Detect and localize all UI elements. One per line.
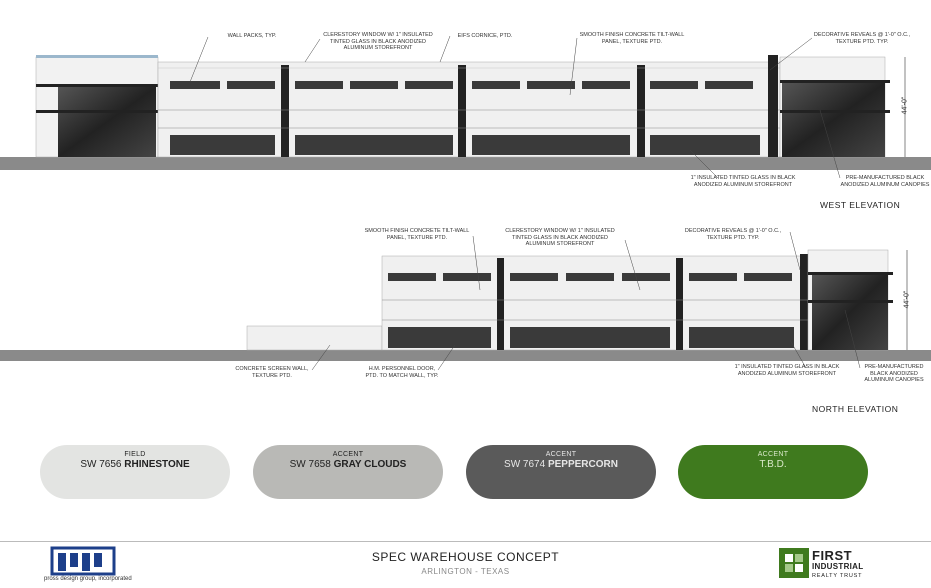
west-storefront: [170, 135, 760, 155]
north-elevation: [0, 231, 931, 371]
note-clerestory: CLERESTORY WINDOW W/ 1" INSULATED TINTED…: [505, 228, 615, 247]
swatch-role: ACCENT: [757, 451, 789, 458]
swatch-name: SW 7658 GRAY CLOUDS: [289, 459, 407, 470]
west-height-dimension: 44'-0": [901, 96, 909, 115]
west-cornice: [36, 55, 158, 58]
swatch-name: SW 7656 RHINESTONE: [80, 459, 190, 470]
swatch-name: T.B.D.: [759, 459, 787, 470]
note-tinted-glass: 1" INSULATED TINTED GLASS IN BLACK ANODI…: [690, 175, 796, 188]
west-right-glass: [782, 83, 885, 157]
west-clerestory: [170, 81, 753, 89]
west-left-glass: [58, 87, 156, 157]
west-right-pilaster: [768, 55, 778, 157]
note-screen-wall: CONCRETE SCREEN WALL, TEXTURE PTD.: [235, 366, 309, 379]
north-ground: [0, 350, 931, 361]
west-ground: [0, 157, 931, 170]
swatch-tbd: ACCENT T.B.D.: [678, 445, 868, 499]
note-tinted-glass: 1" INSULATED TINTED GLASS IN BLACK ANODI…: [734, 364, 840, 377]
note-canopies: PRE-MANUFACTURED BLACK ANODIZED ALUMINUM…: [840, 175, 930, 188]
poly-logo-mark: [50, 546, 116, 576]
west-elevation-title: WEST ELEVATION: [820, 200, 901, 210]
note-personnel-door: H.M. PERSONNEL DOOR, PTD. TO MATCH WALL,…: [365, 366, 439, 379]
swatch-peppercorn: ACCENT SW 7674 PEPPERCORN: [466, 445, 656, 499]
north-height-dimension: 44'-0": [903, 290, 911, 309]
note-eifs-cornice: EIFS CORNICE, PTD.: [457, 33, 513, 39]
first-industrial-logo-line1: FIRST: [812, 548, 853, 563]
first-industrial-logo-line3: REALTY TRUST: [812, 573, 863, 579]
first-industrial-logo-line2: INDUSTRIAL: [812, 562, 864, 571]
note-canopies: PRE-MANUFACTURED BLACK ANODIZED ALUMINUM…: [864, 364, 924, 383]
swatch-rhinestone: FIELD SW 7656 RHINESTONE: [40, 445, 230, 499]
swatch-role: ACCENT: [332, 451, 364, 458]
note-tilt-wall: SMOOTH FINISH CONCRETE TILT-WALL PANEL, …: [579, 32, 685, 45]
west-pilaster: [281, 65, 289, 157]
swatch-name: SW 7674 PEPPERCORN: [504, 459, 618, 470]
swatch-role: ACCENT: [545, 451, 577, 458]
west-pilaster: [637, 65, 645, 157]
west-left-canopy: [36, 84, 158, 87]
note-wall-packs: WALL PACKS, TYP.: [227, 33, 277, 39]
footer-divider: [0, 541, 931, 542]
note-reveals: DECORATIVE REVEALS @ 1'-0" O.C., TEXTURE…: [684, 228, 782, 241]
north-clerestory: [388, 273, 792, 281]
project-title: SPEC WAREHOUSE CONCEPT: [371, 550, 560, 564]
west-left-canopy-2: [36, 110, 158, 113]
poly-logo-caption: pross design group, incorporated: [44, 576, 132, 582]
swatch-gray-clouds: ACCENT SW 7658 GRAY CLOUDS: [253, 445, 443, 499]
west-pilaster: [458, 65, 466, 157]
north-screen-wall: [246, 325, 383, 351]
note-clerestory: CLERESTORY WINDOW W/ 1" INSULATED TINTED…: [323, 32, 433, 51]
north-elevation-title: NORTH ELEVATION: [812, 404, 899, 414]
note-tilt-wall: SMOOTH FINISH CONCRETE TILT-WALL PANEL, …: [364, 228, 470, 241]
west-elevation: [0, 35, 931, 179]
swatch-role: FIELD: [124, 451, 146, 458]
note-reveals: DECORATIVE REVEALS @ 1'-0" O.C., TEXTURE…: [813, 32, 911, 45]
north-storefront: [388, 327, 794, 348]
project-location: ARLINGTON - TEXAS: [421, 567, 510, 576]
first-industrial-logo-mark: [779, 548, 809, 578]
